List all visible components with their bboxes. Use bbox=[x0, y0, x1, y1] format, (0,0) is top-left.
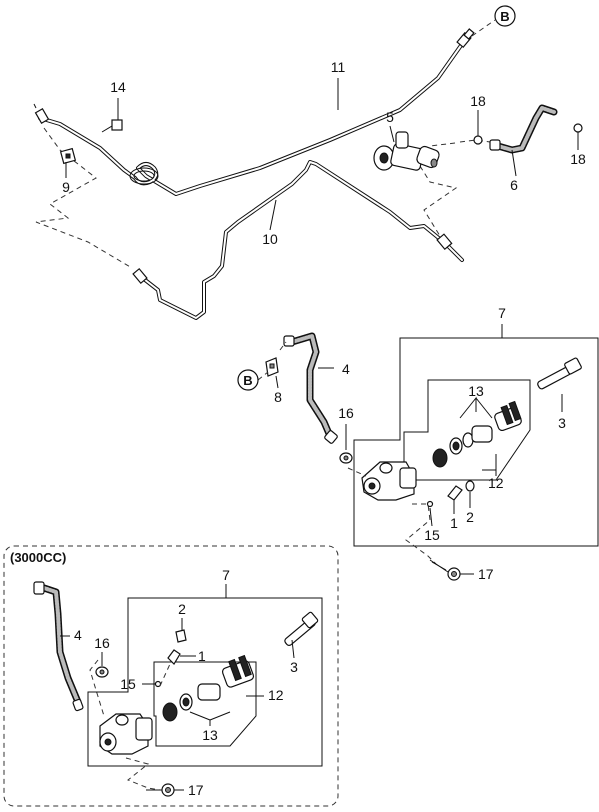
assembly-box-12 bbox=[403, 379, 531, 481]
callout-15-main: 15 bbox=[424, 527, 440, 543]
callout-17-alt: 17 bbox=[188, 782, 204, 798]
assembly-box-7 bbox=[353, 337, 599, 547]
callout-13-alt: 13 bbox=[202, 727, 218, 743]
callout-17-main: 17 bbox=[478, 566, 494, 582]
boot-seal-kit bbox=[432, 400, 522, 468]
callout-10: 10 bbox=[262, 231, 278, 247]
assembly-box-7-alt bbox=[87, 597, 323, 767]
callout-7-main: 7 bbox=[498, 305, 506, 321]
callout-15-alt: 15 bbox=[120, 676, 136, 692]
callout-4-alt: 4 bbox=[74, 627, 82, 643]
bolt-17-alt bbox=[146, 783, 175, 797]
pipe-10-fitting-left bbox=[132, 267, 148, 285]
connector-b-middle-label: B bbox=[243, 373, 252, 388]
hose-clamp-18-left bbox=[473, 135, 483, 145]
callout-5: 5 bbox=[386, 109, 394, 125]
callout-3-main: 3 bbox=[558, 415, 566, 431]
pipe-10-fitting-right bbox=[436, 233, 453, 251]
callout-16-alt: 16 bbox=[94, 635, 110, 651]
assembly-box-12-alt bbox=[153, 661, 257, 747]
callout-7-alt: 7 bbox=[222, 567, 230, 583]
bleeder-cap-2 bbox=[465, 480, 475, 492]
callout-2-alt: 2 bbox=[178, 601, 186, 617]
washer-16-3000cc bbox=[95, 666, 109, 678]
callout-8: 8 bbox=[274, 389, 282, 405]
release-cylinder-3000cc bbox=[99, 713, 153, 755]
boot-seal-kit-alt bbox=[162, 654, 255, 722]
ball-15 bbox=[426, 500, 434, 508]
callout-9: 9 bbox=[62, 179, 70, 195]
callout-12-alt: 12 bbox=[268, 687, 284, 703]
hose-6 bbox=[489, 104, 558, 154]
callout-1-alt: 1 bbox=[198, 648, 206, 664]
connector-b-top-label: B bbox=[500, 9, 509, 24]
washer-16 bbox=[339, 452, 353, 464]
callout-18b: 18 bbox=[570, 151, 586, 167]
push-rod-3 bbox=[537, 357, 582, 390]
callout-13-main: 13 bbox=[468, 383, 484, 399]
callout-18a: 18 bbox=[470, 93, 486, 109]
hose-clamp-18-right bbox=[573, 123, 583, 133]
bleeder-screw-1-alt bbox=[167, 649, 181, 665]
hose-4-3000cc bbox=[33, 581, 84, 712]
clutch-master-cylinder-5 bbox=[373, 131, 440, 171]
callout-14: 14 bbox=[110, 79, 126, 95]
hose-4 bbox=[283, 332, 338, 444]
callout-6: 6 bbox=[510, 177, 518, 193]
bracket-8 bbox=[265, 357, 279, 377]
callout-3-alt: 3 bbox=[290, 659, 298, 675]
variant-label: (3000CC) bbox=[10, 550, 66, 565]
bleeder-screw-1 bbox=[447, 485, 463, 501]
callout-2-main: 2 bbox=[466, 509, 474, 525]
connector-b-middle: B bbox=[237, 369, 259, 391]
release-cylinder-body bbox=[361, 461, 417, 501]
connector-b-top: B bbox=[494, 5, 516, 27]
bolt-14 bbox=[101, 119, 123, 133]
bolt-17-main bbox=[429, 559, 461, 581]
callout-1-main: 1 bbox=[450, 515, 458, 531]
push-rod-3-alt bbox=[284, 611, 319, 647]
callout-12-main: 12 bbox=[488, 475, 504, 491]
bleeder-cap-2-alt bbox=[175, 629, 187, 643]
pipe-fitting-top-right bbox=[456, 28, 475, 49]
pipe-fitting-top-left bbox=[33, 103, 50, 125]
clutch-pipe-11 bbox=[38, 42, 464, 196]
clutch-pipe-10 bbox=[138, 160, 464, 320]
variant-3000cc-frame bbox=[3, 545, 339, 807]
callout-11: 11 bbox=[331, 59, 346, 75]
callout-4-main: 4 bbox=[342, 361, 350, 377]
callout-16-main: 16 bbox=[338, 405, 354, 421]
pipe-clip-9 bbox=[59, 147, 77, 165]
